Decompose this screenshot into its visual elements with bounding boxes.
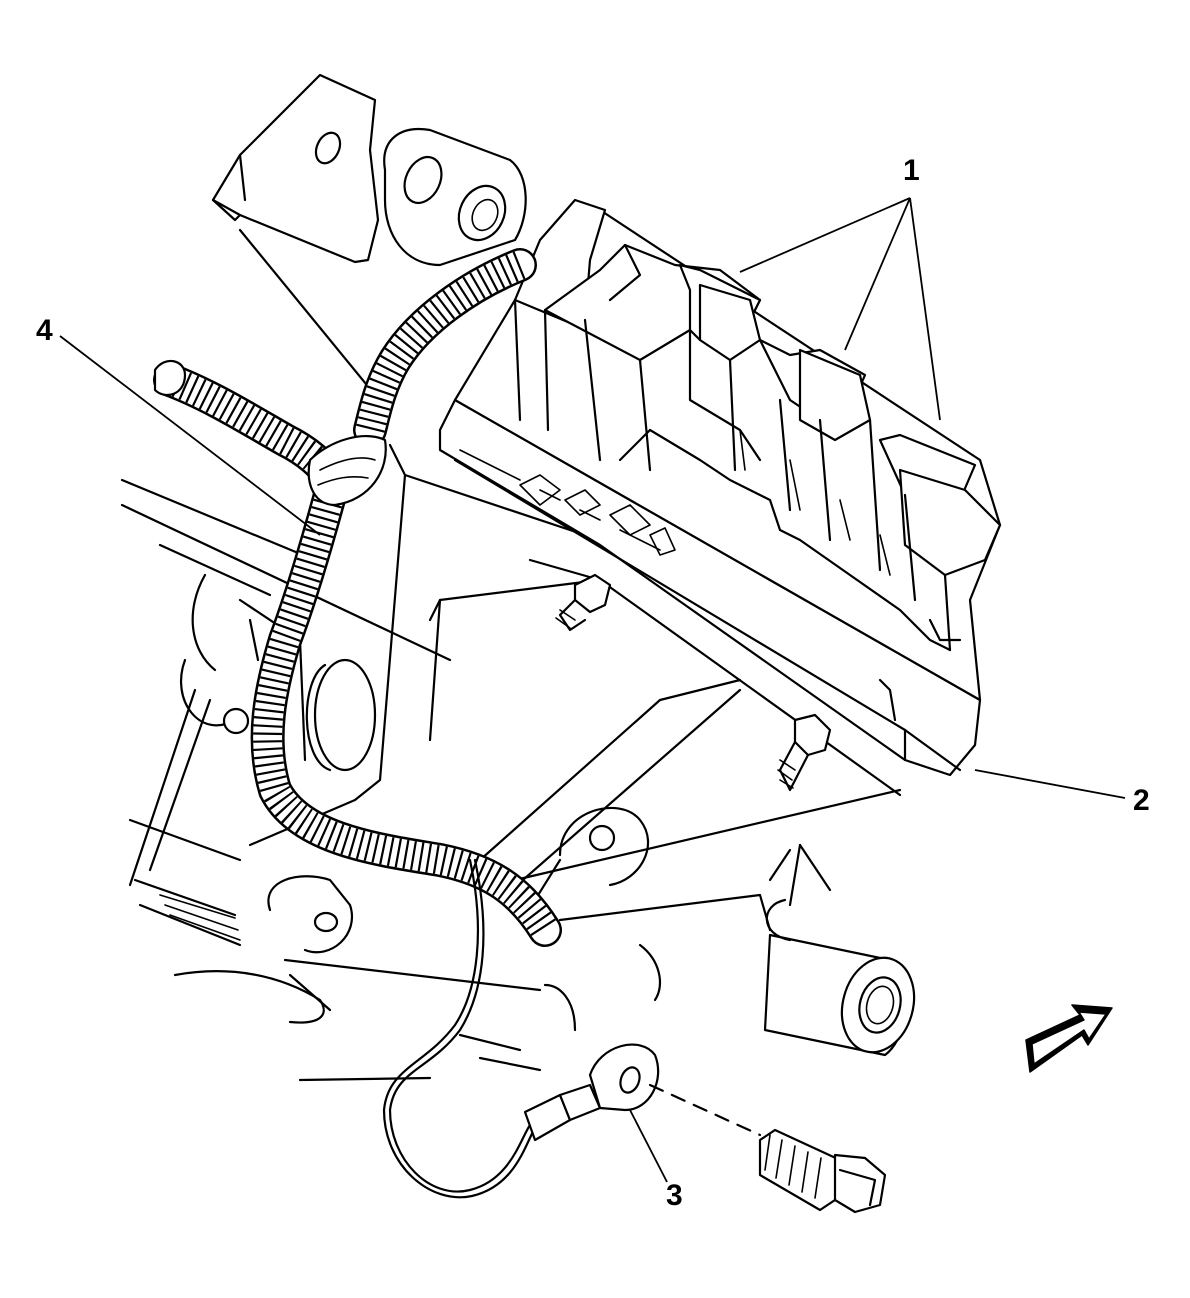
upper-mounting-bracket — [211, 73, 527, 397]
mounting-stud-left — [555, 573, 612, 632]
callout-2: 2 — [1133, 784, 1150, 817]
cylinder-fitting — [763, 843, 916, 1057]
ground-terminal — [523, 1043, 660, 1142]
arrow-front-icon — [1025, 1004, 1113, 1073]
callout-3: 3 — [666, 1179, 683, 1212]
wiring-harness — [153, 248, 562, 1199]
ground-bolt — [648, 1083, 887, 1214]
callout-leaders — [59, 197, 1126, 1183]
callout-1: 1 — [903, 154, 920, 187]
mounting-stud-right — [777, 713, 832, 792]
frame-structure — [120, 443, 916, 1082]
callout-4: 4 — [36, 314, 53, 347]
relay-fuse-block — [438, 198, 1002, 792]
